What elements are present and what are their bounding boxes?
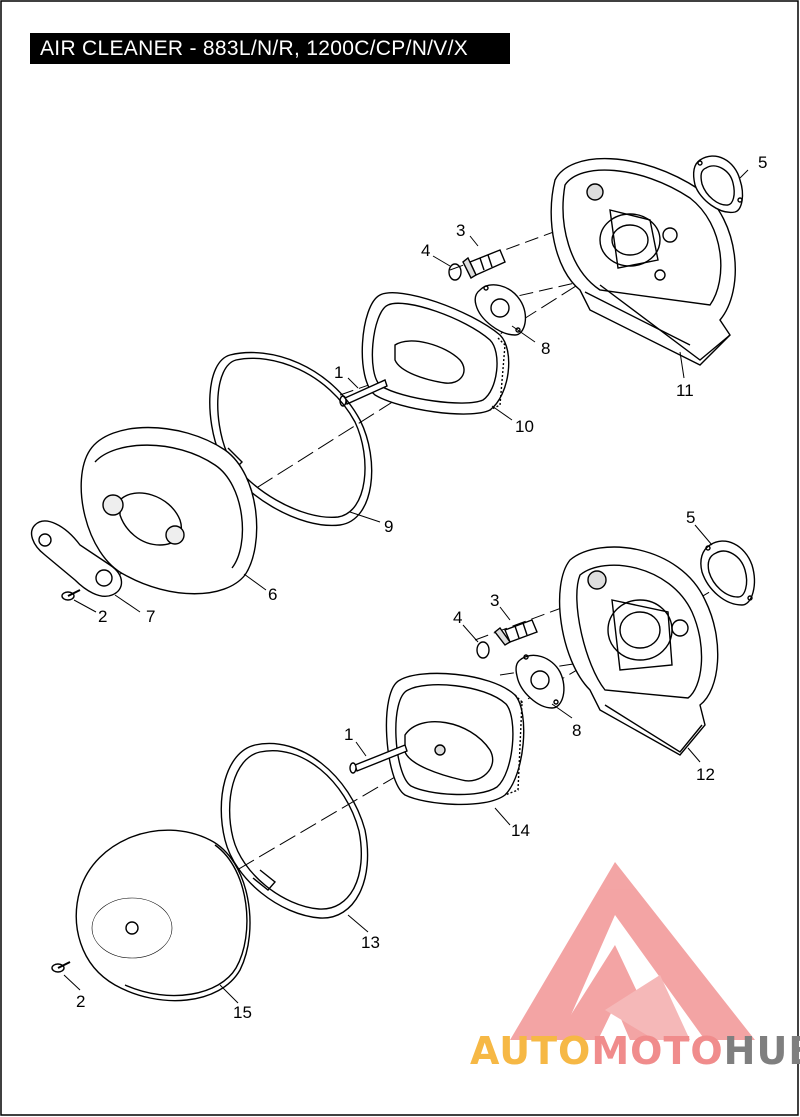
callout-12-lower: 12 [696,765,715,784]
part-1-bolt-lower [349,744,408,774]
part-15-cover-lower [75,829,251,1002]
callout-11-upper: 11 [676,381,694,400]
part-4-o-ring-lower [476,641,490,659]
page-title: AIR CLEANER - 883L/N/R, 1200C/CP/N/V/X [30,33,510,64]
callout-8-lower: 8 [572,721,581,740]
callout-5-lower: 5 [686,508,695,527]
callout-2-lower: 2 [76,992,85,1011]
part-5-gasket-lower [700,540,756,606]
part-4-o-ring-upper [448,263,462,281]
callout-14-lower: 14 [511,821,530,840]
part-11-backplate [550,158,736,366]
callout-6-upper: 6 [268,585,277,604]
callout-5-upper: 5 [758,153,767,172]
callout-4-upper: 4 [421,241,430,260]
part-3-breather-bolt-upper [462,249,506,279]
callout-9-upper: 9 [384,517,393,536]
part-13-seal-ring-lower [220,742,369,919]
part-5-gasket-upper [692,155,744,214]
callout-10-upper: 10 [515,417,534,436]
callout-8-upper: 8 [541,339,550,358]
callout-3-lower: 3 [490,591,499,610]
part-2-screw-upper [61,589,81,601]
part-2-screw-lower [51,961,71,973]
part-3-breather-bolt-lower [494,619,538,646]
part-10-filter-element-upper [361,292,510,415]
watermark-hub: HUB [723,1029,800,1073]
callout-3-upper: 3 [456,221,465,240]
callout-numbers: 5 3 4 8 11 1 10 9 6 7 2 5 3 4 8 1 12 14 … [76,153,767,1022]
part-12-backplate [558,546,719,756]
watermark-triangle [510,862,755,1040]
callout-1-lower: 1 [344,725,353,744]
callout-2-upper: 2 [98,607,107,626]
callout-4-lower: 4 [453,608,462,627]
part-8-gasket-upper [474,284,527,336]
callout-13-lower: 13 [361,933,380,952]
callout-15-lower: 15 [233,1003,252,1022]
watermark-auto: AUTO [470,1029,592,1073]
part-7-trim-plate [30,520,123,597]
watermark-wordmark: AUTOMOTOHUB [470,1030,800,1072]
callout-7-upper: 7 [146,607,155,626]
watermark-moto: MOTO [591,1029,724,1073]
part-8-gasket-lower [515,654,565,709]
lower-assembly [51,540,756,1002]
callout-1-upper: 1 [334,363,343,382]
leader-lines-upper [73,169,749,613]
upper-assembly [30,155,744,601]
part-14-filter-element-lower [385,672,525,806]
leader-lines-lower [63,524,713,1004]
